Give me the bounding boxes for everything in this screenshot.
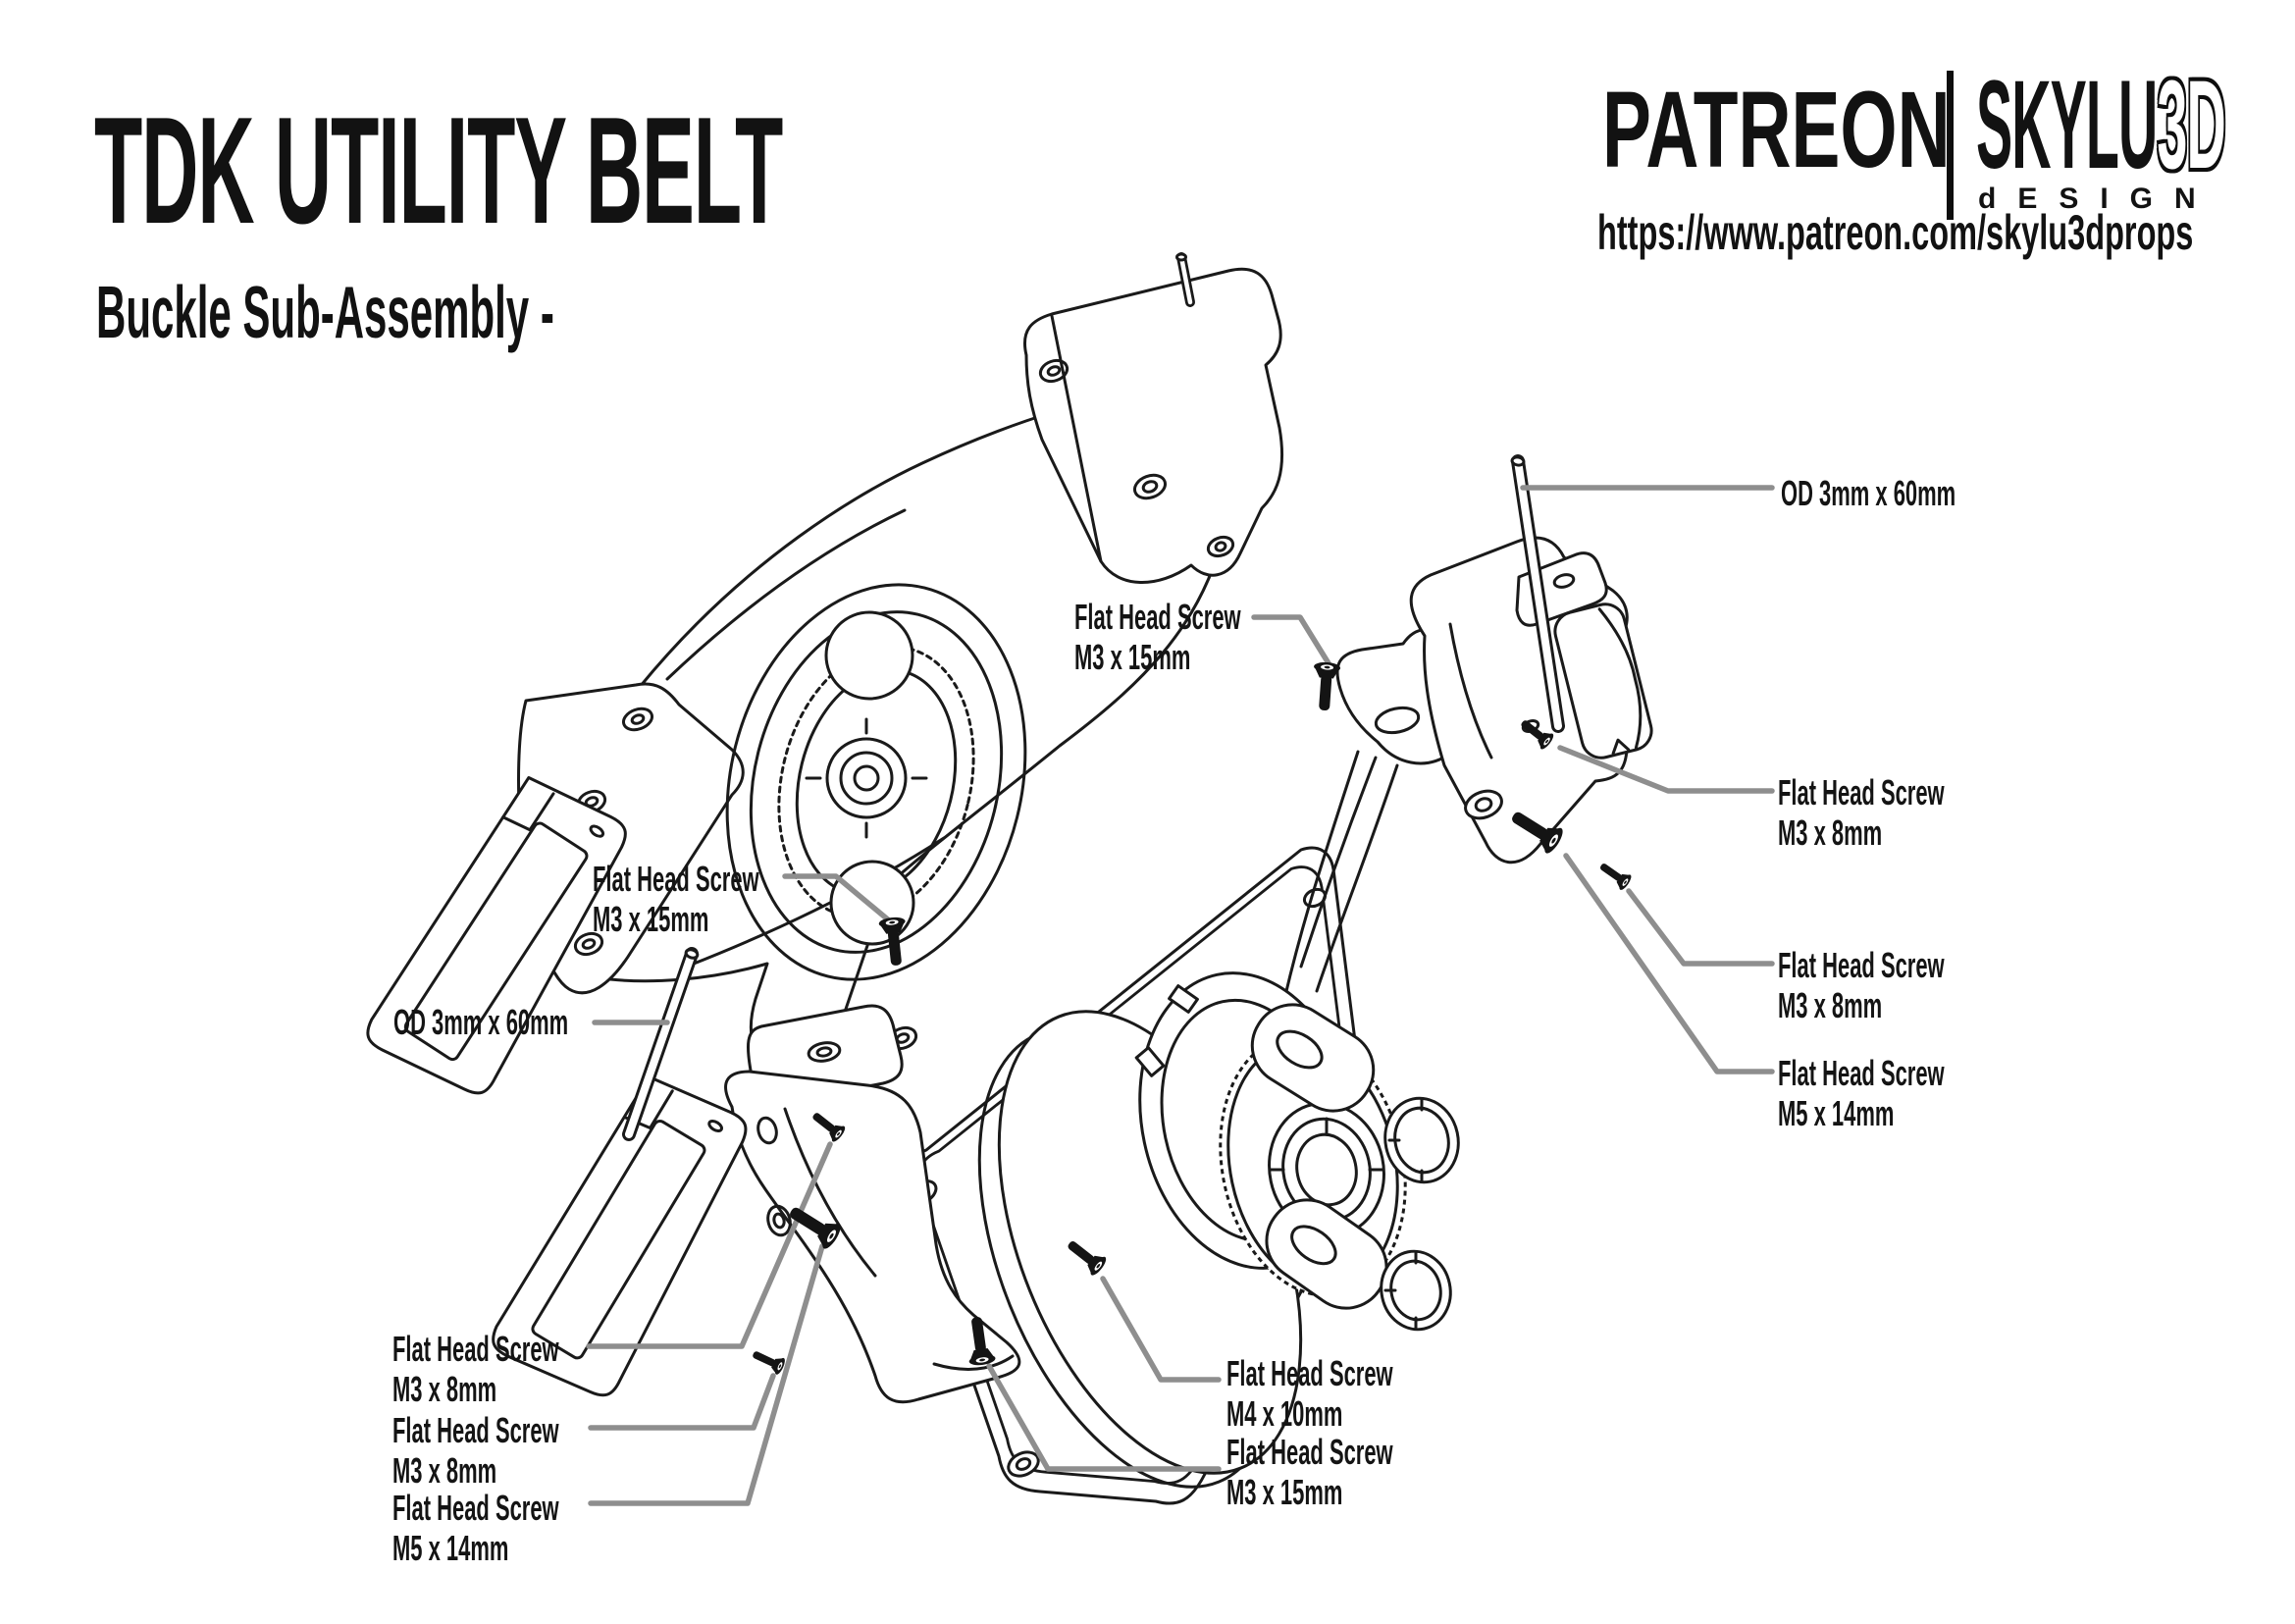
pod-cap — [1380, 1096, 1460, 1332]
page-title: TDK UTILITY BELT — [94, 85, 783, 255]
leader-line — [588, 1243, 825, 1506]
callout-screw-right-3: Flat Head Screw M5 x 14mm — [1778, 1053, 1945, 1133]
leader-line — [1251, 614, 1331, 666]
brand-logo-text: SKYLU — [1976, 55, 2158, 195]
leader-line — [588, 1373, 776, 1431]
callout-screw-bottom-left-2: Flat Head Screw M3 x 8mm — [392, 1410, 559, 1491]
callout-screw-right-2: Flat Head Screw M3 x 8mm — [1778, 945, 1945, 1025]
dial-lobe-pad — [1265, 1198, 1388, 1310]
brand-divider — [1947, 71, 1954, 220]
flat-head-screw-m3x8-icon — [749, 1345, 787, 1377]
leader-line — [1557, 745, 1775, 794]
belt-clip-bracket — [366, 775, 627, 1095]
buckle-exploded-view — [492, 454, 1653, 1505]
callout-od-rod-right: OD 3mm x 60mm — [1781, 473, 1956, 513]
leader-lines — [586, 485, 1775, 1506]
brand-url[interactable]: https://www.patreon.com/skylu3dprops — [1597, 205, 2194, 260]
callout-screw-right-1: Flat Head Screw M3 x 8mm — [1778, 772, 1945, 853]
screw-hole-icon — [1038, 358, 1235, 558]
callout-screw-bottom-left-3: Flat Head Screw M5 x 14mm — [392, 1488, 559, 1568]
brand-tagline: dESIGN — [1978, 183, 2217, 215]
callout-screw-left-middle: Flat Head Screw M3 x 15mm — [593, 859, 759, 939]
pin-icon — [1175, 252, 1195, 307]
leader-line — [1563, 853, 1775, 1074]
callout-screw-top-middle: Flat Head Screw M3 x 15mm — [1074, 597, 1241, 677]
right-clamshell-bracket — [1409, 536, 1653, 864]
leader-line — [1100, 1276, 1222, 1383]
buckle-assembled-view — [366, 252, 1284, 1095]
leader-line — [1626, 888, 1775, 967]
callout-od-rod-left: OD 3mm x 60mm — [393, 1002, 569, 1042]
leader-line — [782, 873, 892, 923]
brand-logo-3d: 3D — [2157, 55, 2225, 195]
callout-screw-bottom-middle-2: Flat Head Screw M3 x 15mm — [1226, 1432, 1393, 1512]
brand-logo: SKYLU3D — [1976, 63, 2295, 188]
rod-icon — [1510, 454, 1565, 733]
dial-lobe-pad — [1250, 1003, 1376, 1113]
brand-patreon: PATREON — [1602, 70, 1951, 190]
callout-screw-bottom-left-1: Flat Head Screw M3 x 8mm — [392, 1329, 559, 1409]
left-wedge-bracket — [724, 1070, 1021, 1404]
pod — [1553, 602, 1653, 760]
flat-head-screw-m3x8-icon — [1595, 858, 1634, 892]
rod-icon — [622, 947, 700, 1141]
callout-screw-bottom-middle-1: Flat Head Screw M4 x 10mm — [1226, 1353, 1393, 1434]
leader-line — [986, 1363, 1222, 1472]
page-subtitle: Buckle Sub-Assembly - — [96, 271, 554, 353]
